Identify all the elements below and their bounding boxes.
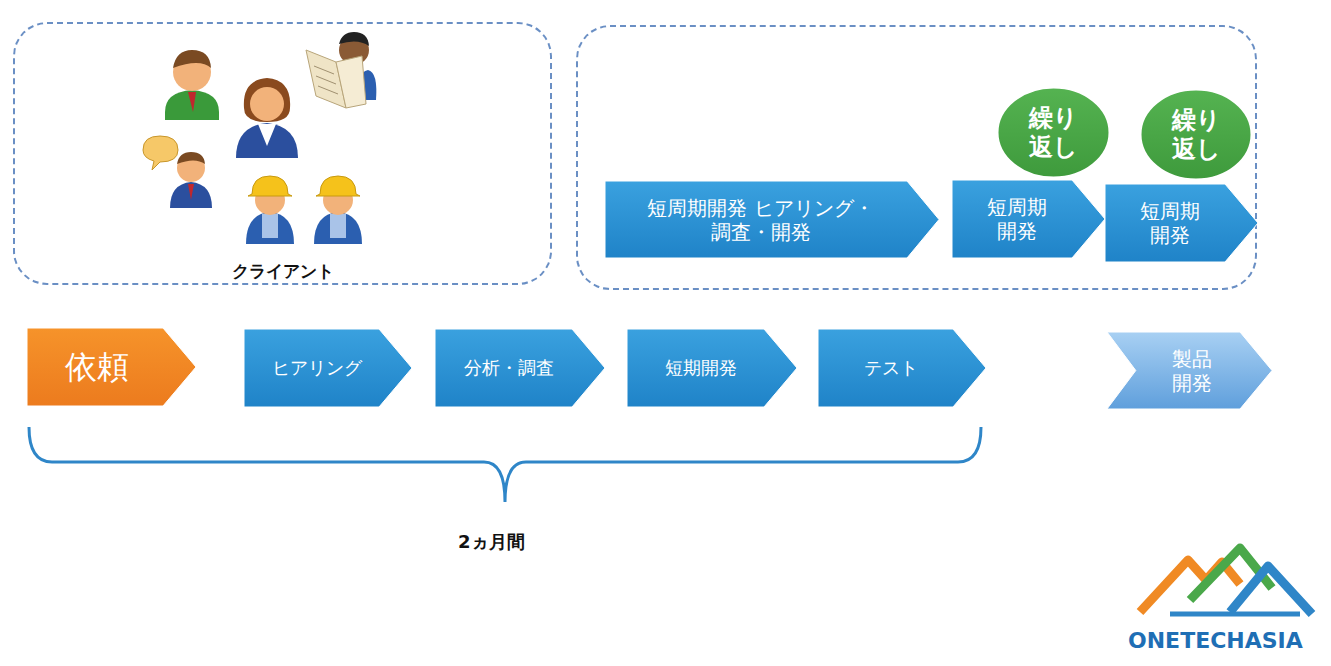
node-label: 依頼 (65, 348, 129, 386)
node-label: 繰り 返し (1166, 106, 1226, 164)
arrow-fill (1107, 332, 1272, 409)
person-blue-woman (236, 78, 298, 158)
process-arrow: 短期開発 (627, 329, 797, 407)
node-label: 短期開発 (665, 357, 737, 379)
arrow-fill (818, 329, 986, 407)
node-label: ヒアリング (272, 357, 362, 379)
period-bracket (29, 427, 981, 502)
circle-fill (1140, 89, 1252, 180)
arrow-fill (605, 181, 939, 258)
person-newspaper (306, 32, 376, 108)
process-arrow: テスト (818, 329, 986, 407)
arrow-fill (1105, 184, 1258, 262)
text-area: 短期開発 (627, 329, 797, 407)
node-label: 短周期 開発 (977, 195, 1057, 243)
person-speech (143, 136, 212, 208)
node-label: テスト (864, 357, 918, 379)
product-arrow: 製品 開発 (1107, 332, 1272, 409)
circle-fill (997, 87, 1110, 178)
text-area: 製品 開発 (1107, 332, 1272, 409)
text-area: 短周期 開発 (952, 180, 1105, 258)
arrow-fill (27, 328, 196, 406)
text-area (578, 27, 1255, 288)
text-area: 短周期開発 ヒアリング・調査・開発 (605, 181, 939, 258)
text-area: 繰り 返し (1138, 87, 1254, 182)
request-arrow: 依頼 (27, 328, 196, 406)
text-area: 繰り 返し (995, 85, 1112, 180)
period-label: 2ヵ月間 (458, 530, 525, 554)
logo-mark (1140, 548, 1312, 614)
client-group: クライアント (13, 22, 552, 285)
node-label: 繰り 返し (1024, 104, 1084, 162)
worker-2 (314, 176, 362, 244)
text-area: 依頼 (27, 328, 196, 406)
worker-1 (246, 176, 294, 244)
process-arrow: 分析・調査 (435, 329, 605, 407)
process-arrow: ヒアリング (244, 329, 412, 407)
arrow-fill (627, 329, 797, 407)
text-area: クライアント (15, 24, 550, 283)
text-area: テスト (818, 329, 986, 407)
process-arrow: 短周期開発 ヒアリング・調査・開発 (605, 181, 939, 258)
arrow-fill (244, 329, 412, 407)
person-green (165, 50, 219, 120)
arrow-fill (952, 180, 1105, 258)
node-label: 分析・調査 (464, 357, 554, 379)
text-area: 短周期 開発 (1105, 184, 1258, 262)
repeat-circle: 繰り 返し (1138, 87, 1254, 182)
node-label: 製品 開発 (1157, 347, 1227, 395)
text-area: 分析・調査 (435, 329, 605, 407)
node-label: 短周期 開発 (1130, 199, 1210, 247)
node-label: 短周期開発 ヒアリング・調査・開発 (636, 196, 886, 244)
iteration-group: 短周期開発 ヒアリング・調査・開発短周期 開発繰り 返し短周期 開発繰り 返し (576, 25, 1257, 290)
process-arrow: 短周期 開発 (1105, 184, 1258, 262)
repeat-circle: 繰り 返し (995, 85, 1112, 180)
group-label: クライアント (232, 261, 334, 281)
text-area: ヒアリング (244, 329, 412, 407)
process-arrow: 短周期 開発 (952, 180, 1105, 258)
arrow-fill (435, 329, 605, 407)
logo-text: ONETECHASIA (1128, 628, 1303, 653)
